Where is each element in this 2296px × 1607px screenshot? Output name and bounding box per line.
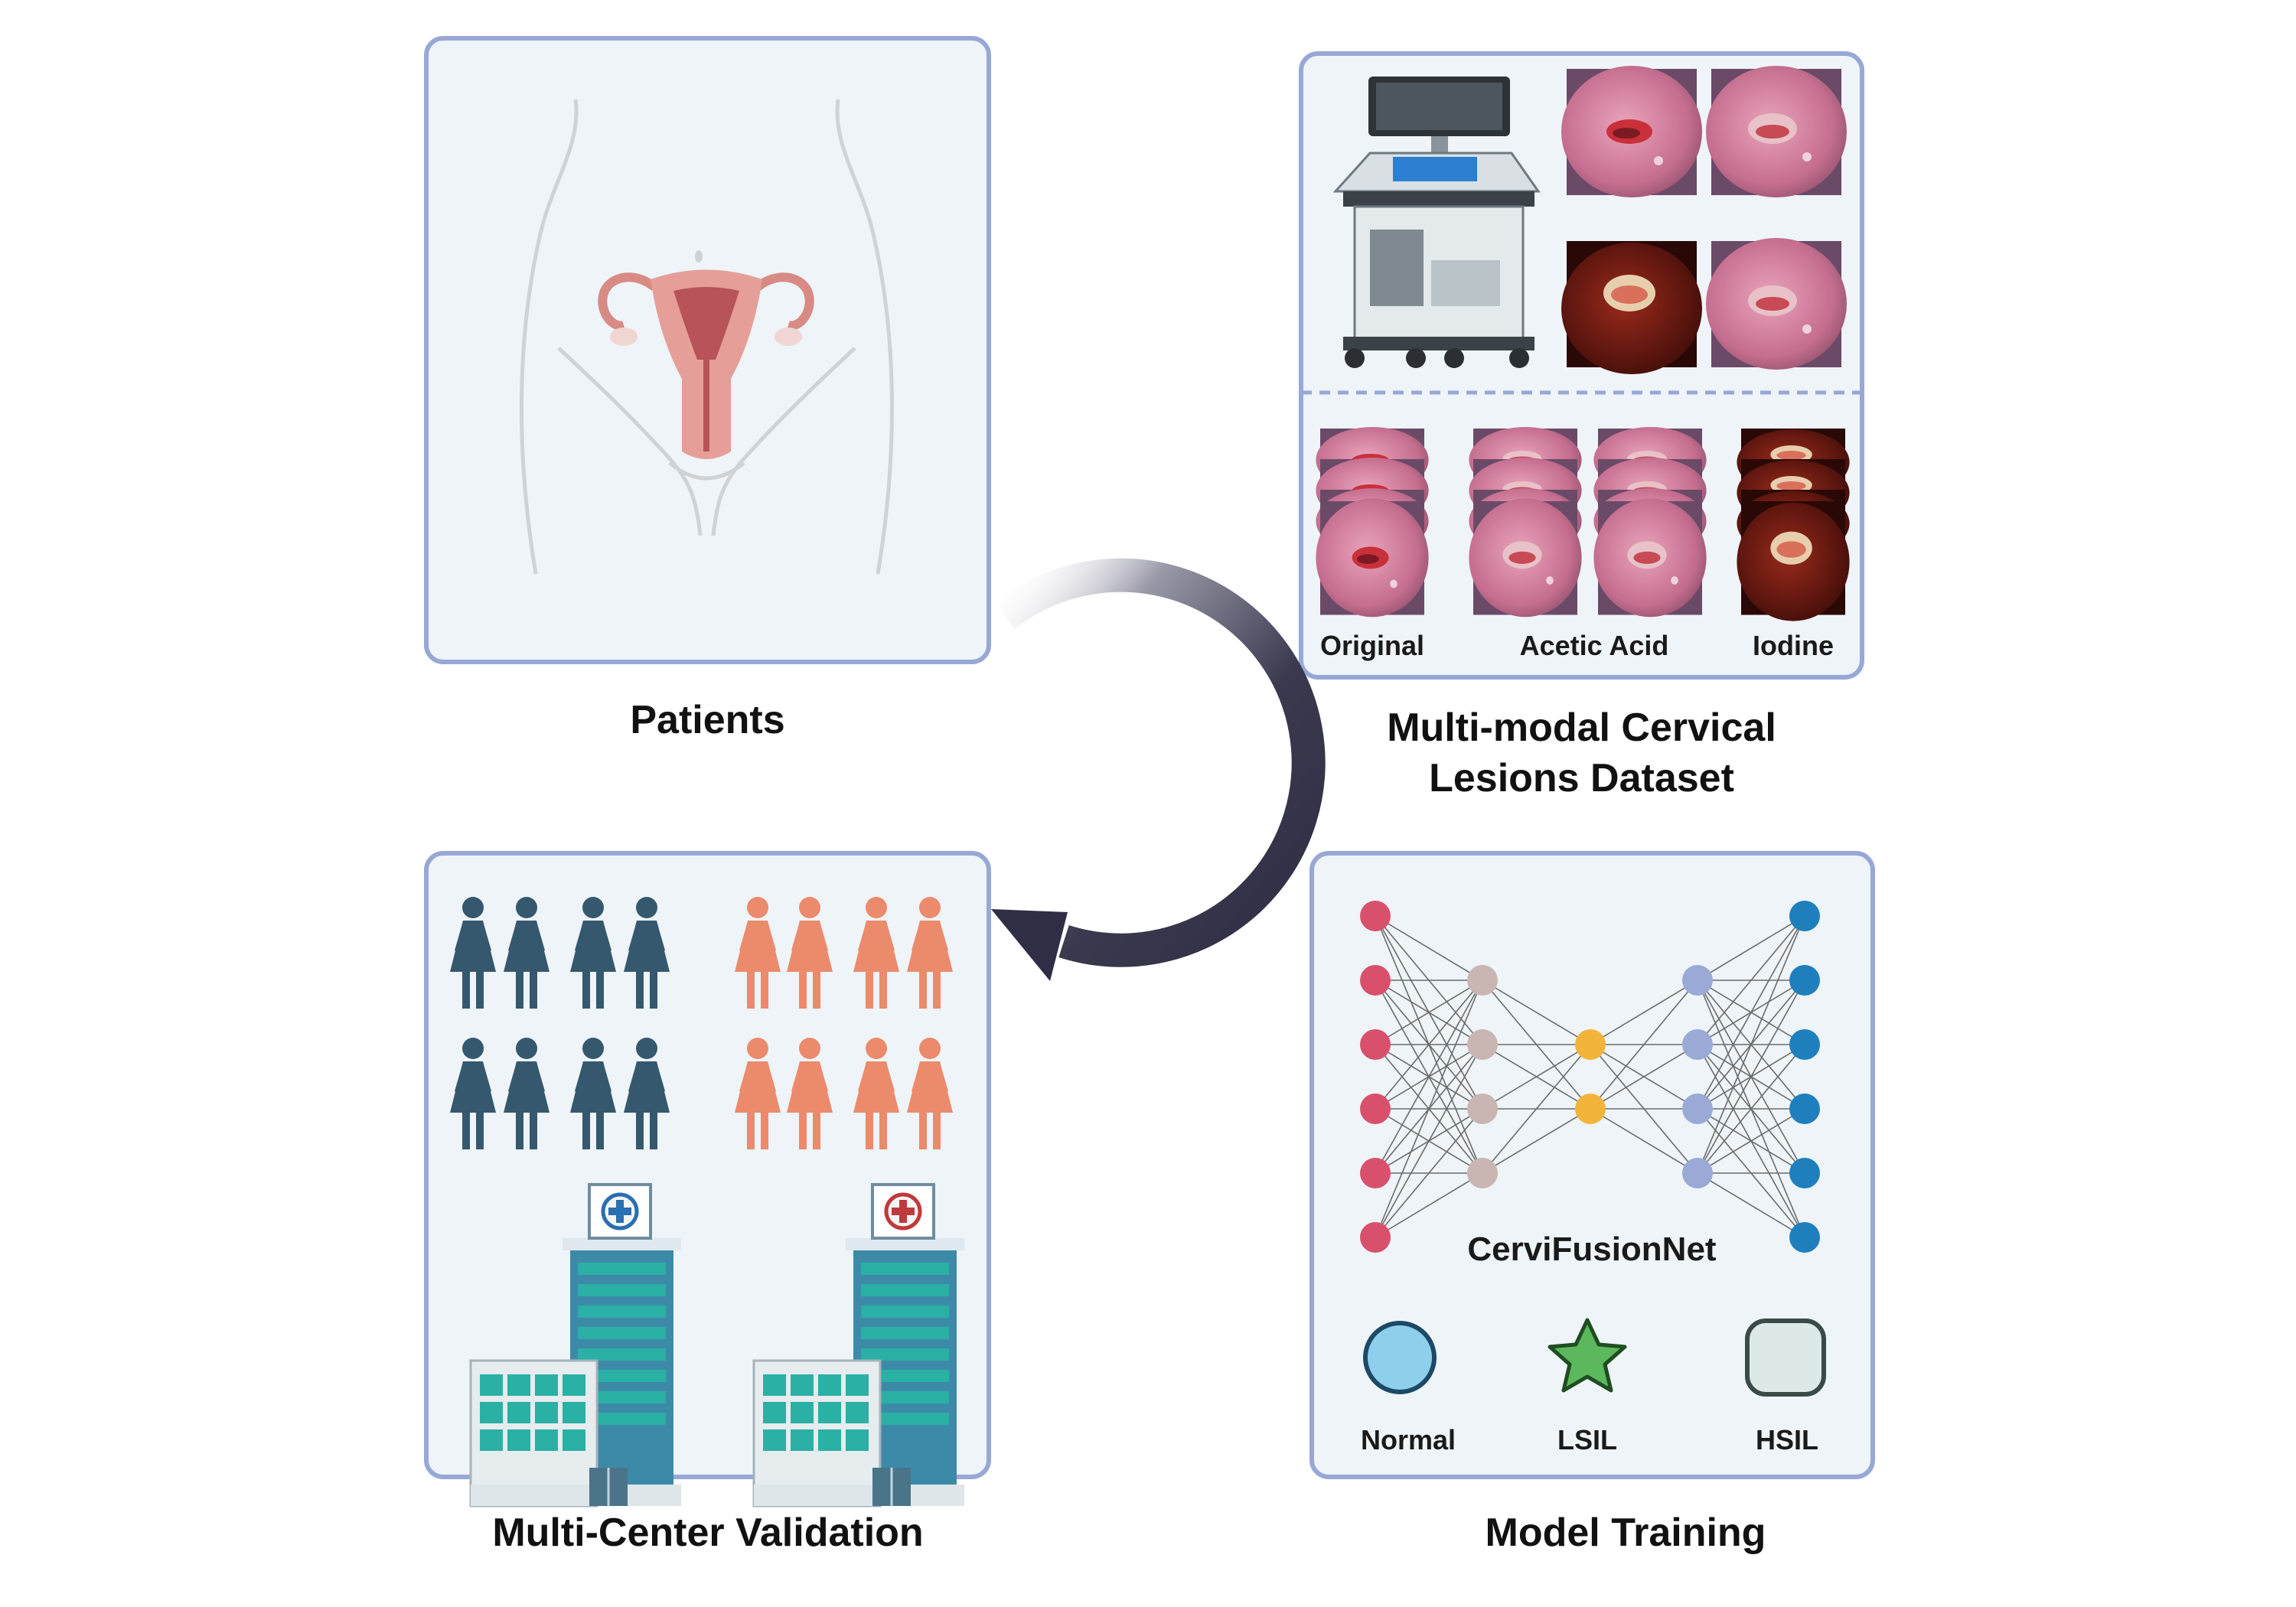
network-connection bbox=[1697, 915, 1805, 1174]
input-node bbox=[1360, 1222, 1391, 1253]
decoder-node bbox=[1682, 965, 1713, 996]
network-connection bbox=[1482, 1108, 1591, 1174]
bottleneck-node bbox=[1575, 1029, 1606, 1060]
acetic-acid-image-stack-1 bbox=[1469, 427, 1582, 618]
colposcope-device-illustration bbox=[1332, 77, 1541, 368]
star-icon bbox=[1548, 1318, 1627, 1393]
training-panel: CerviFusionNet Normal LSIL HSIL bbox=[1309, 851, 1875, 1479]
network-connection bbox=[1375, 915, 1483, 981]
network-connection bbox=[1697, 1172, 1805, 1238]
acetic-acid-image-stack-2 bbox=[1593, 427, 1707, 618]
encoder-node bbox=[1467, 965, 1498, 996]
colposcopy-image-acetic-1 bbox=[1561, 66, 1702, 197]
network-connection bbox=[1375, 980, 1483, 1045]
colposcopy-image-original bbox=[1706, 238, 1847, 370]
validation-caption: Multi-Center Validation bbox=[492, 1511, 924, 1555]
circle-icon bbox=[1363, 1321, 1437, 1394]
dataset-caption: Multi-modal Cervical Lesions Dataset bbox=[1387, 706, 1776, 800]
output-node bbox=[1789, 965, 1820, 996]
output-node bbox=[1789, 1222, 1820, 1253]
network-connection bbox=[1375, 980, 1483, 1238]
decoder-node bbox=[1682, 1029, 1713, 1060]
network-connection bbox=[1375, 1044, 1483, 1238]
input-node bbox=[1360, 1158, 1391, 1188]
output-node bbox=[1789, 1158, 1820, 1188]
network-connection bbox=[1375, 980, 1483, 1110]
network-connection bbox=[1375, 980, 1483, 1174]
network-connection bbox=[1375, 1172, 1483, 1238]
class-label-hsil: HSIL bbox=[1756, 1424, 1818, 1455]
encoder-node bbox=[1467, 1029, 1498, 1060]
input-node bbox=[1360, 965, 1391, 996]
network-connection bbox=[1697, 1044, 1805, 1174]
body-silhouette-illustration bbox=[520, 99, 894, 575]
bottleneck-node bbox=[1575, 1094, 1606, 1124]
network-connection bbox=[1482, 980, 1591, 1045]
output-node bbox=[1789, 1029, 1820, 1060]
output-node bbox=[1789, 901, 1820, 931]
iodine-image-stack bbox=[1737, 429, 1850, 621]
network-nodes bbox=[1360, 901, 1820, 1253]
cycle-arrow bbox=[991, 558, 1326, 981]
network-connection bbox=[1697, 980, 1805, 1174]
training-caption: Model Training bbox=[1485, 1511, 1766, 1555]
modality-label-original: Original bbox=[1320, 630, 1424, 661]
patients-caption: Patients bbox=[630, 698, 785, 742]
network-connection bbox=[1590, 980, 1698, 1045]
encoder-node bbox=[1467, 1158, 1498, 1188]
dataset-panel: Original Acetic Acid Iodine bbox=[1299, 51, 1864, 680]
input-node bbox=[1360, 901, 1391, 931]
input-node bbox=[1360, 1094, 1391, 1124]
network-connection bbox=[1375, 1108, 1483, 1238]
output-node bbox=[1789, 1094, 1820, 1124]
network-connection bbox=[1482, 1044, 1591, 1110]
class-label-normal: Normal bbox=[1361, 1424, 1456, 1455]
network-connection bbox=[1697, 915, 1805, 981]
network-connection bbox=[1590, 1044, 1698, 1110]
modality-label-acetic-acid: Acetic Acid bbox=[1520, 630, 1669, 661]
class-label-lsil: LSIL bbox=[1557, 1424, 1617, 1455]
decoder-node bbox=[1682, 1158, 1713, 1188]
colposcopy-image-iodine bbox=[1561, 241, 1702, 374]
network-connections bbox=[1375, 915, 1805, 1238]
network-connection bbox=[1697, 915, 1805, 1045]
network-name-label: CerviFusionNet bbox=[1467, 1231, 1717, 1268]
network-connection bbox=[1590, 1108, 1698, 1174]
encoder-node bbox=[1467, 1094, 1498, 1124]
original-image-stack bbox=[1316, 427, 1429, 618]
input-node bbox=[1360, 1029, 1391, 1060]
uterus-illustration bbox=[598, 269, 814, 459]
colposcopy-image-acetic-2 bbox=[1706, 66, 1847, 197]
network-connection bbox=[1697, 1108, 1805, 1174]
decoder-node bbox=[1682, 1094, 1713, 1124]
validation-panel bbox=[424, 851, 991, 1506]
network-connection bbox=[1482, 1044, 1591, 1174]
network-connection bbox=[1590, 980, 1698, 1110]
network-connection bbox=[1697, 915, 1805, 1110]
patients-panel bbox=[424, 36, 991, 664]
modality-label-iodine: Iodine bbox=[1753, 630, 1834, 661]
rounded-square-icon bbox=[1745, 1319, 1826, 1397]
